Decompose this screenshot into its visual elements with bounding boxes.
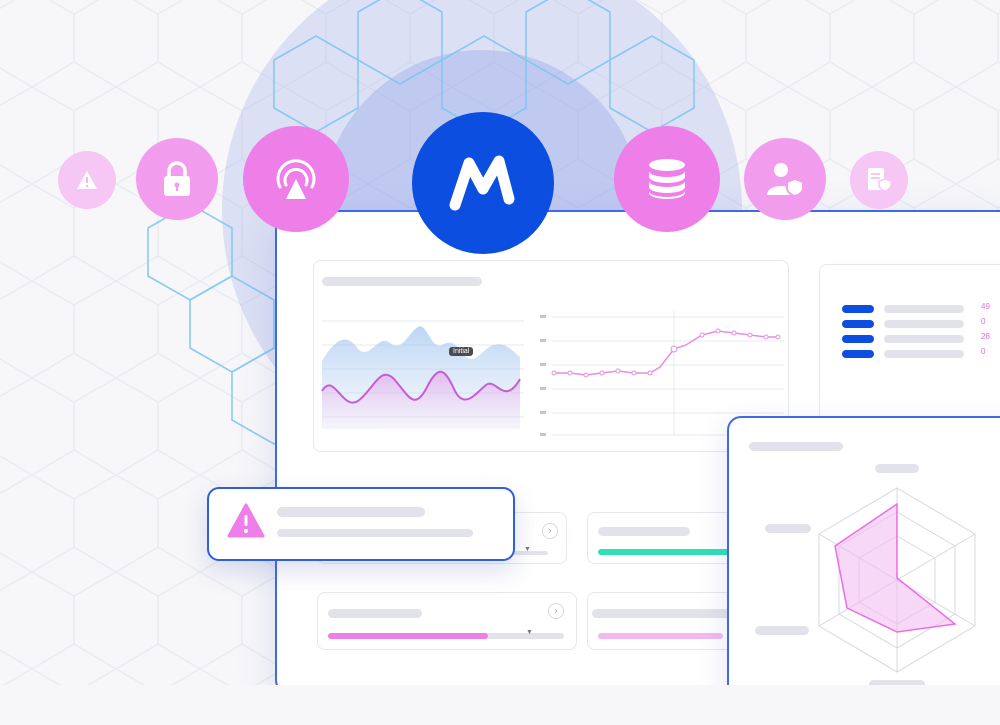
chart-title-placeholder <box>322 277 482 286</box>
list-row-4-value: 0 <box>981 347 986 356</box>
document-shield-icon <box>868 168 892 192</box>
list-row-3-text <box>884 335 964 343</box>
alert-card[interactable] <box>207 487 515 561</box>
warning-icon <box>77 171 97 189</box>
brand-logo-button[interactable] <box>412 112 554 254</box>
list-row-2-text <box>884 320 964 328</box>
list-row-1-marker <box>842 305 874 313</box>
area-line-chart <box>321 311 784 436</box>
warning-icon-button[interactable] <box>58 151 116 209</box>
list-row-3-marker <box>842 335 874 343</box>
user-shield-icon-button[interactable] <box>744 138 826 220</box>
chevron-right-icon[interactable]: › <box>542 523 558 539</box>
lock-icon-button[interactable] <box>136 138 218 220</box>
radar-axis-label-bottom <box>869 680 925 689</box>
alert-title-placeholder <box>277 507 425 517</box>
database-icon-button[interactable] <box>614 126 720 232</box>
radar-chart <box>818 487 976 673</box>
light-pink-progress-bar <box>598 633 723 639</box>
list-row-2-value: 0 <box>981 317 986 326</box>
list-row-4-text <box>884 350 964 358</box>
list-card: 49 0 28 0 <box>819 264 1000 426</box>
chevron-right-icon[interactable]: › <box>548 603 564 619</box>
caret-down-icon: ▼ <box>524 546 531 553</box>
warning-icon <box>227 503 265 538</box>
list-row-4-marker <box>842 350 874 358</box>
bottom-fade <box>0 685 1000 725</box>
teal-progress-bar <box>598 549 778 555</box>
alert-text-placeholder <box>277 529 473 537</box>
radar-title-placeholder <box>749 442 843 451</box>
database-icon <box>649 159 685 199</box>
list-row-2-marker <box>842 320 874 328</box>
radar-chart-card <box>727 416 1000 710</box>
user-shield-icon <box>767 163 804 197</box>
list-row-1-text <box>884 305 964 313</box>
lock-icon <box>164 161 190 196</box>
radar-axis-label-left-top <box>765 524 811 533</box>
list-row-3-value: 28 <box>981 332 990 341</box>
progress-card-3-title <box>328 609 422 618</box>
radar-axis-label-top <box>875 464 919 473</box>
chart-card <box>313 260 789 452</box>
document-shield-icon-button[interactable] <box>850 151 908 209</box>
caret-down-icon: ▼ <box>526 629 533 636</box>
chart-tooltip: Initial <box>449 347 474 356</box>
list-row-1-value: 49 <box>981 302 990 311</box>
m-logo-icon <box>449 155 515 211</box>
signal-icon-button[interactable] <box>243 126 349 232</box>
pink-progress-bar <box>328 633 488 639</box>
progress-card-4-title <box>592 609 732 618</box>
radar-axis-label-left-bottom <box>755 626 809 635</box>
progress-card-2-title <box>598 527 690 536</box>
progress-card-3: › ▼ <box>317 592 577 650</box>
signal-tower-icon <box>276 159 316 199</box>
